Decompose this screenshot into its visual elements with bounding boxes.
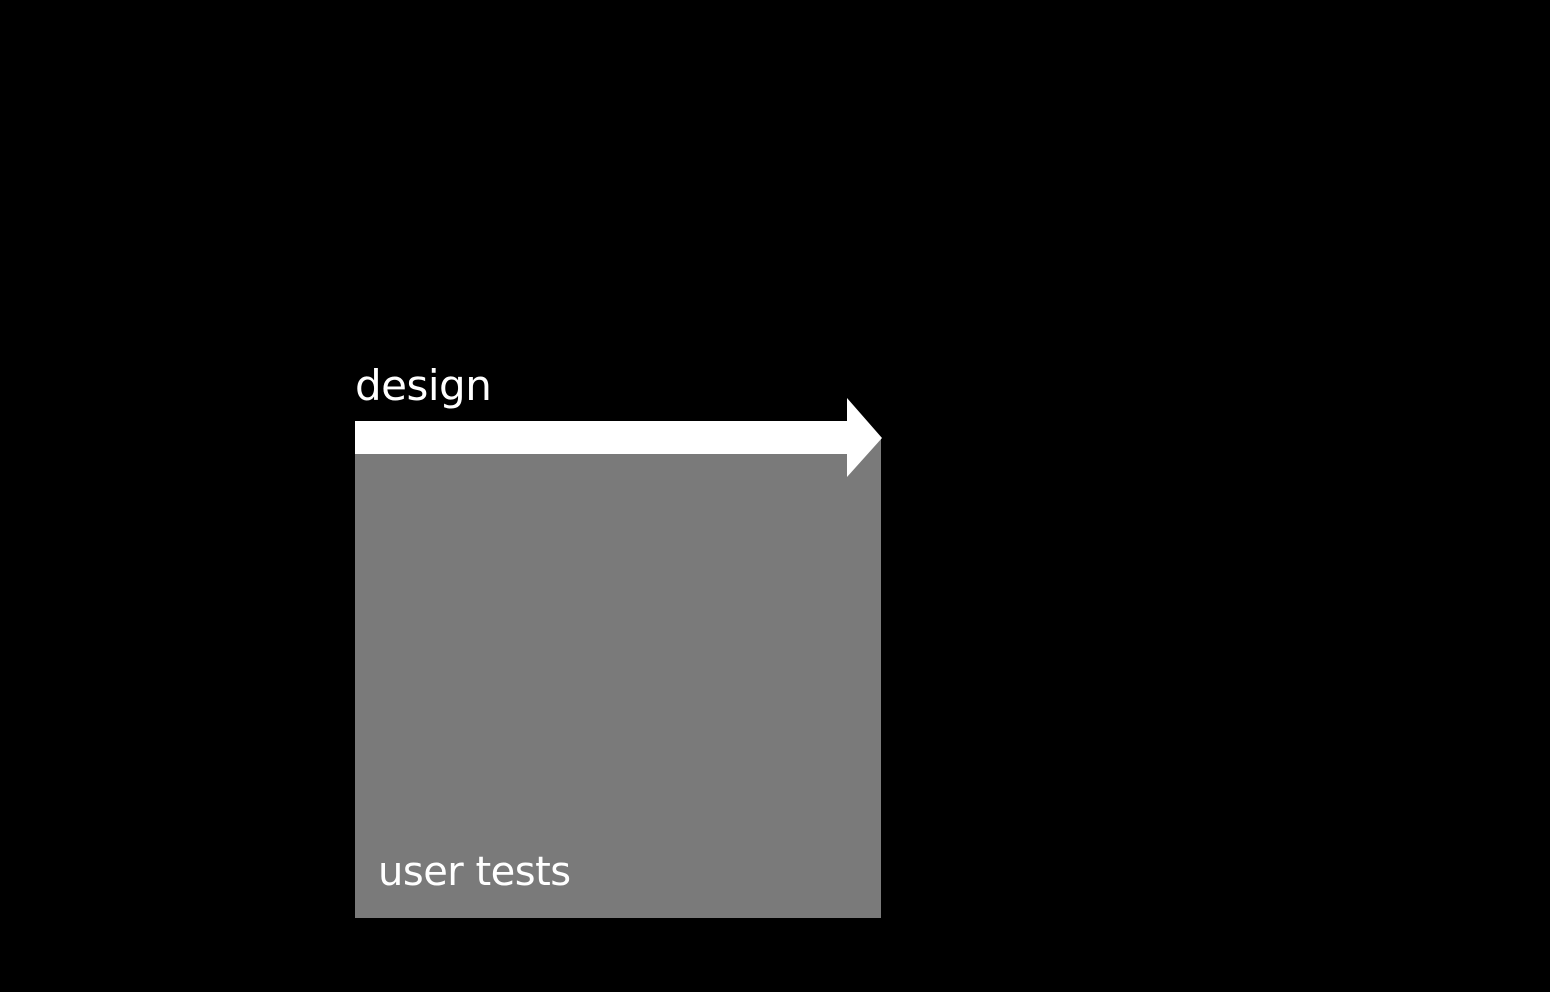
design-arrow-shape [355, 398, 882, 477]
design-arrow [355, 398, 882, 477]
user-tests-label: user tests [378, 849, 571, 895]
user-tests-block [355, 438, 881, 918]
user-tests-block-fill [355, 438, 881, 918]
design-label: design [355, 361, 492, 410]
